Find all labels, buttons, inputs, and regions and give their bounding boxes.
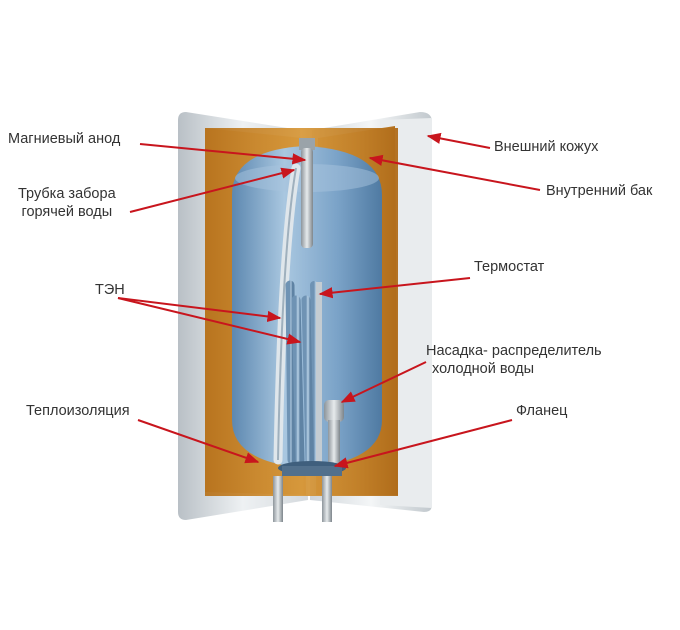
arrow-outer-casing <box>426 132 491 149</box>
arrow-thermostat <box>318 277 471 299</box>
label-hot-water-tube: Трубка забора горячей воды <box>18 186 116 220</box>
arrow-heating-element-2 <box>117 297 302 345</box>
arrow-magnesium-anode <box>139 143 307 165</box>
thermostat-probe <box>316 282 322 462</box>
outlet-pipes <box>273 476 332 522</box>
label-magnesium-anode: Магниевый анод <box>8 131 121 147</box>
arrow-hot-water-tube <box>129 167 296 213</box>
label-thermostat: Термостат <box>474 259 545 275</box>
arrow-inner-tank <box>368 154 541 191</box>
label-inner-tank: Внутренний бак <box>546 183 653 199</box>
magnesium-anode <box>299 138 315 248</box>
leader-lines <box>117 132 541 469</box>
label-insulation: Теплоизоляция <box>26 403 130 419</box>
arrow-cold-water-nozzle <box>340 361 427 403</box>
label-heating-element: ТЭН <box>95 282 125 298</box>
label-flange: Фланец <box>516 403 568 419</box>
label-cold-water-nozzle: Насадка- распределитель холодной воды <box>426 343 602 377</box>
arrow-flange <box>333 419 513 469</box>
flange <box>278 461 346 476</box>
label-outer-casing: Внешний кожух <box>494 139 599 155</box>
arrow-insulation <box>137 419 260 464</box>
cold-water-nozzle <box>324 400 344 465</box>
arrow-heating-element-1 <box>117 297 282 323</box>
